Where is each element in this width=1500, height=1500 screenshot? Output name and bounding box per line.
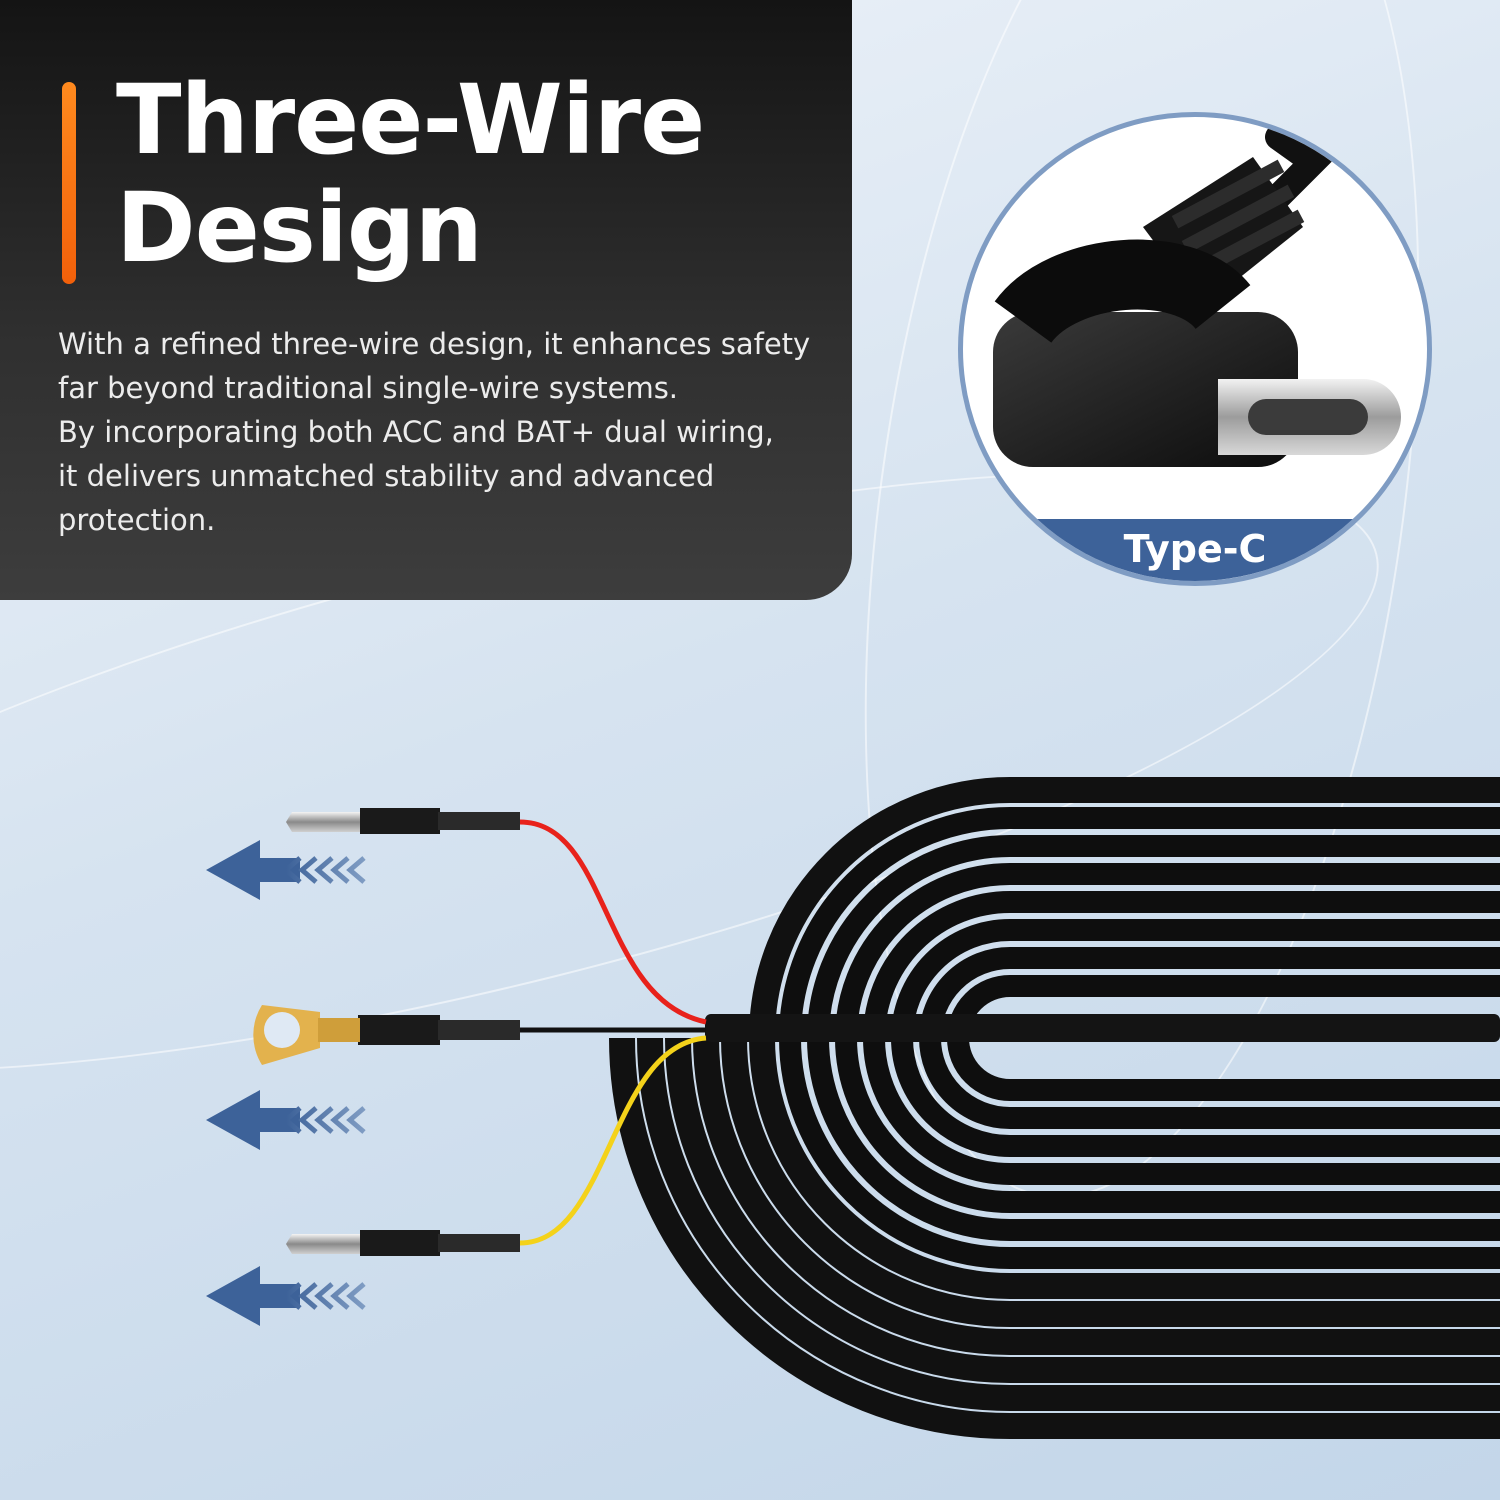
description-line: far beyond traditional single-wire syste… (58, 371, 679, 405)
male-pin-connector-top (286, 808, 520, 834)
description-line: By incorporating both ACC and BAT+ dual … (58, 415, 774, 449)
left-arrow-icon (206, 1090, 366, 1150)
callout-label: Type-C (1123, 527, 1267, 571)
usb-c-port-opening (1248, 399, 1368, 435)
left-arrow-icon (206, 1266, 366, 1326)
headline-line-2: Design (116, 172, 483, 284)
accent-bar (62, 82, 76, 284)
hardwire-cable-illustration (206, 777, 1500, 1439)
bat-yellow-wire (519, 1035, 707, 1246)
text-panel: Three-Wire Design With a refined three-w… (0, 0, 852, 600)
coiled-cable-outer (609, 777, 1500, 1439)
callout-label-band (963, 519, 1427, 581)
description-line: it delivers unmatched stability and adva… (58, 459, 715, 493)
fork-terminal-connector (253, 1005, 520, 1065)
cable-lead (705, 1014, 1500, 1042)
left-arrow-icon (206, 840, 366, 900)
headline: Three-Wire Design (116, 64, 705, 284)
type-c-connector-image (993, 124, 1401, 467)
male-pin-connector-bottom (286, 1230, 520, 1256)
description-line: With a refined three-wire design, it enh… (58, 327, 811, 361)
headline-line-1: Three-Wire (116, 64, 705, 176)
type-c-callout: Type-C (958, 112, 1432, 586)
description: With a refined three-wire design, it enh… (58, 322, 818, 542)
housing-bend (994, 239, 1251, 345)
acc-red-wire (519, 819, 707, 1025)
description-line: protection. (58, 503, 216, 537)
